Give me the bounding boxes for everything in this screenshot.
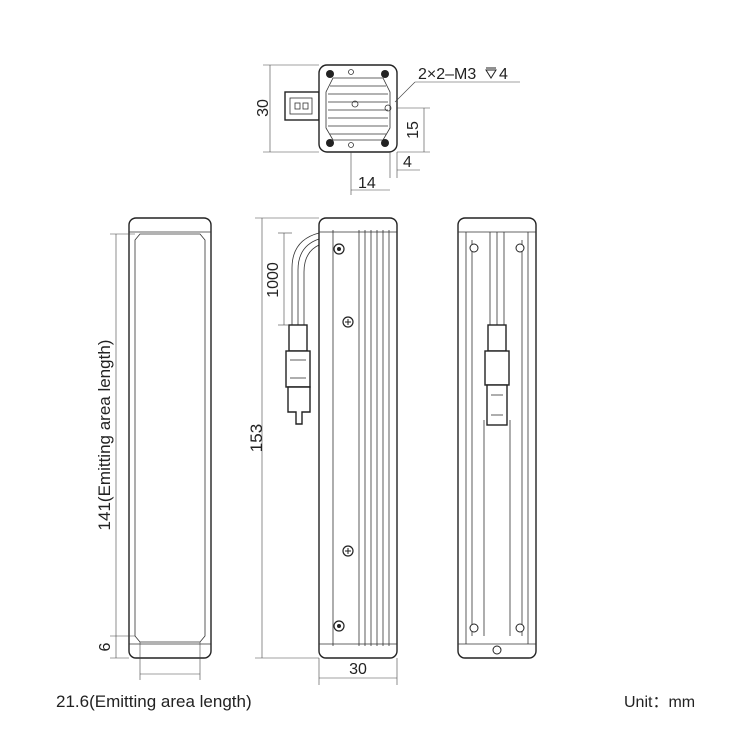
top-depth-label: 4: [499, 66, 508, 83]
top-mounting-holes: [326, 69, 392, 148]
front-housing: [128, 217, 212, 659]
cable-length-dim: 1000: [265, 262, 282, 298]
top-height-dim: 30: [255, 99, 272, 117]
side-screws: [333, 243, 354, 632]
top-offset-dim: 4: [403, 154, 412, 171]
back-view: [457, 217, 537, 659]
emit-width-caption: 21.6(Emitting area length): [56, 692, 252, 711]
side-fins: [319, 230, 397, 646]
back-screws: [469, 243, 525, 655]
back-connector: [486, 384, 508, 426]
side-connector-plug: [287, 386, 311, 425]
side-cable-gland: [288, 324, 308, 352]
back-cable-gland: [487, 324, 507, 352]
top-view: 30 2×2–M3 4 15 4 14: [255, 64, 520, 195]
depth-symbol: [485, 67, 497, 79]
side-view: 1000 153 30: [247, 217, 398, 685]
top-connector-socket: [289, 97, 313, 115]
top-side-dim: 15: [405, 121, 422, 139]
side-connector: [285, 350, 311, 388]
emit-length-dim: 141(Emitting area length): [95, 340, 114, 531]
body-width-dim: 30: [349, 661, 367, 678]
top-thread-label: 2×2–M3: [418, 66, 476, 83]
side-cable: [285, 232, 320, 425]
back-housing: [457, 217, 537, 659]
front-view: 141(Emitting area length) 6: [95, 217, 212, 680]
total-length-dim: 153: [247, 424, 266, 452]
top-connector: [284, 91, 320, 121]
top-housing: [318, 64, 398, 153]
side-housing: [318, 217, 398, 659]
edge-margin-dim: 6: [97, 642, 114, 651]
unit-label: Unit：mm: [624, 694, 696, 711]
top-width-dim: 14: [358, 175, 376, 192]
back-cable: [484, 232, 510, 426]
